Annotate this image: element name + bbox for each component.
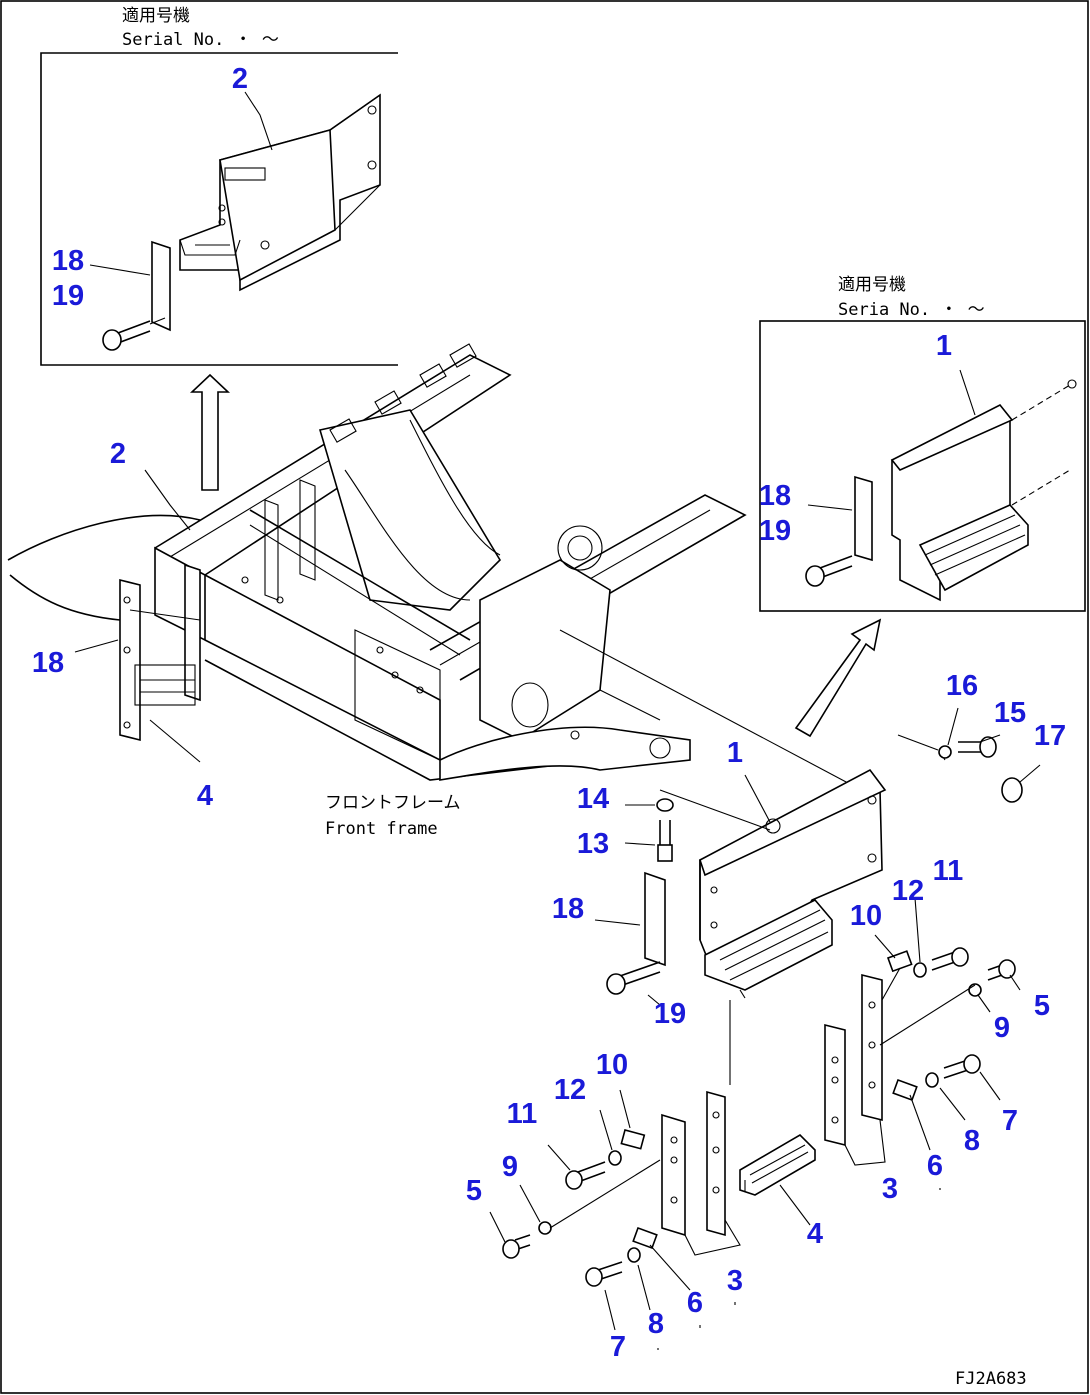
washer-part-9-right [968,983,982,997]
washer-part-8-left [627,1247,641,1263]
bolt-part-19 [102,320,151,351]
step-assembly-part-1 [699,768,887,1085]
callout-4: 4 [197,780,213,812]
callout-9: 9 [994,1012,1010,1044]
callout-18: 18 [52,245,84,277]
bolt-part-11-left [565,1161,606,1190]
bolt-part-7-right [943,1054,981,1079]
bolt-part-5-right [987,959,1016,981]
inset-box-top-left [40,52,398,366]
washer-part-16 [938,745,952,759]
callout-19: 19 [654,998,686,1030]
washer-part-12-left [608,1150,622,1166]
bolt-part-5-left [502,1234,531,1259]
lock-plate-part-6-left [632,1226,658,1250]
washer-part-8-right [925,1072,939,1088]
step-tread-part-4 [739,1133,816,1196]
frame-label-jp: フロントフレーム [325,793,461,813]
callout-7: 7 [1002,1105,1018,1137]
callout-2: 2 [232,63,248,95]
callout-11: 11 [933,855,964,887]
washer-part-12-right [913,962,927,978]
bolt-part-19-inset [805,555,853,587]
callout-4: 4 [807,1218,823,1250]
bolt-part-7-left [585,1261,623,1287]
callout-8: 8 [964,1125,980,1157]
callout-16: 16 [946,670,978,702]
callout-18: 18 [552,893,584,925]
inset-top-right: 適用号機 Seria No. ・ 〜 [759,275,1086,612]
callout-12: 12 [892,875,924,907]
inset-top-left: 適用号機 Serial No. ・ 〜 [40,6,398,366]
callout-2: 2 [110,438,126,470]
washer-part-9-left [538,1221,552,1235]
serial-label-top-jp: 適用号機 [122,6,190,26]
callout-1: 1 [936,330,952,362]
bolt-part-15 [958,736,997,758]
bolt-part-11-right [931,947,969,971]
callout-9: 9 [502,1151,518,1183]
callout-18: 18 [759,480,791,512]
lock-plate-part-10-left [620,1129,646,1150]
callout-12: 12 [554,1074,586,1106]
callout-8: 8 [648,1308,664,1340]
washer-part-14 [656,798,674,812]
callout-labels: 2 18 19 2 18 4 1 18 19 16 15 17 1 14 13 … [32,63,1066,1363]
step-bracket-part-2 [179,93,381,292]
inset-box-top-right [759,320,1086,612]
serial-label-right-jp: 適用号機 [838,275,906,295]
callout-6: 6 [687,1287,703,1319]
plate-part-18 [151,240,171,332]
callout-7: 7 [610,1331,626,1363]
callout-1: 1 [727,737,743,769]
callout-6: 6 [927,1150,943,1182]
callout-3: 3 [882,1173,898,1205]
callout-14: 14 [577,783,609,815]
callout-19: 19 [759,515,791,547]
assembly-line-frame-to-step [559,629,881,801]
callout-10: 10 [596,1049,628,1081]
callout-19: 19 [52,280,84,312]
serial-label-top-en: Serial No. ・ 〜 [122,30,279,50]
callout-17: 17 [1034,720,1066,752]
callout-15: 15 [994,697,1026,729]
frame-label-en: Front frame [325,819,438,839]
callout-10: 10 [850,900,882,932]
plate-part-18-inset [854,475,873,562]
bracket-part-3-right [824,973,883,1147]
plate-part-18-main [644,871,666,967]
bolt-part-13 [657,820,673,862]
callout-5: 5 [1034,990,1050,1022]
drawing-code: FJ2A683 [955,1369,1027,1389]
step-assembly-part-1-inset [890,379,1077,602]
callout-3: 3 [727,1265,743,1297]
front-frame: フロントフレーム Front frame [7,343,747,839]
direction-arrow-right [794,618,882,738]
cap-part-17 [1001,777,1023,803]
bracket-part-3-left [661,1090,726,1237]
bolt-part-19-main [606,961,661,995]
callout-5: 5 [466,1175,482,1207]
callout-13: 13 [577,828,609,860]
callout-18: 18 [32,647,64,679]
serial-label-right-en: Seria No. ・ 〜 [838,300,985,320]
callout-11: 11 [507,1098,538,1130]
lock-plate-part-6-right [892,1078,918,1102]
direction-arrow-up [189,373,231,491]
